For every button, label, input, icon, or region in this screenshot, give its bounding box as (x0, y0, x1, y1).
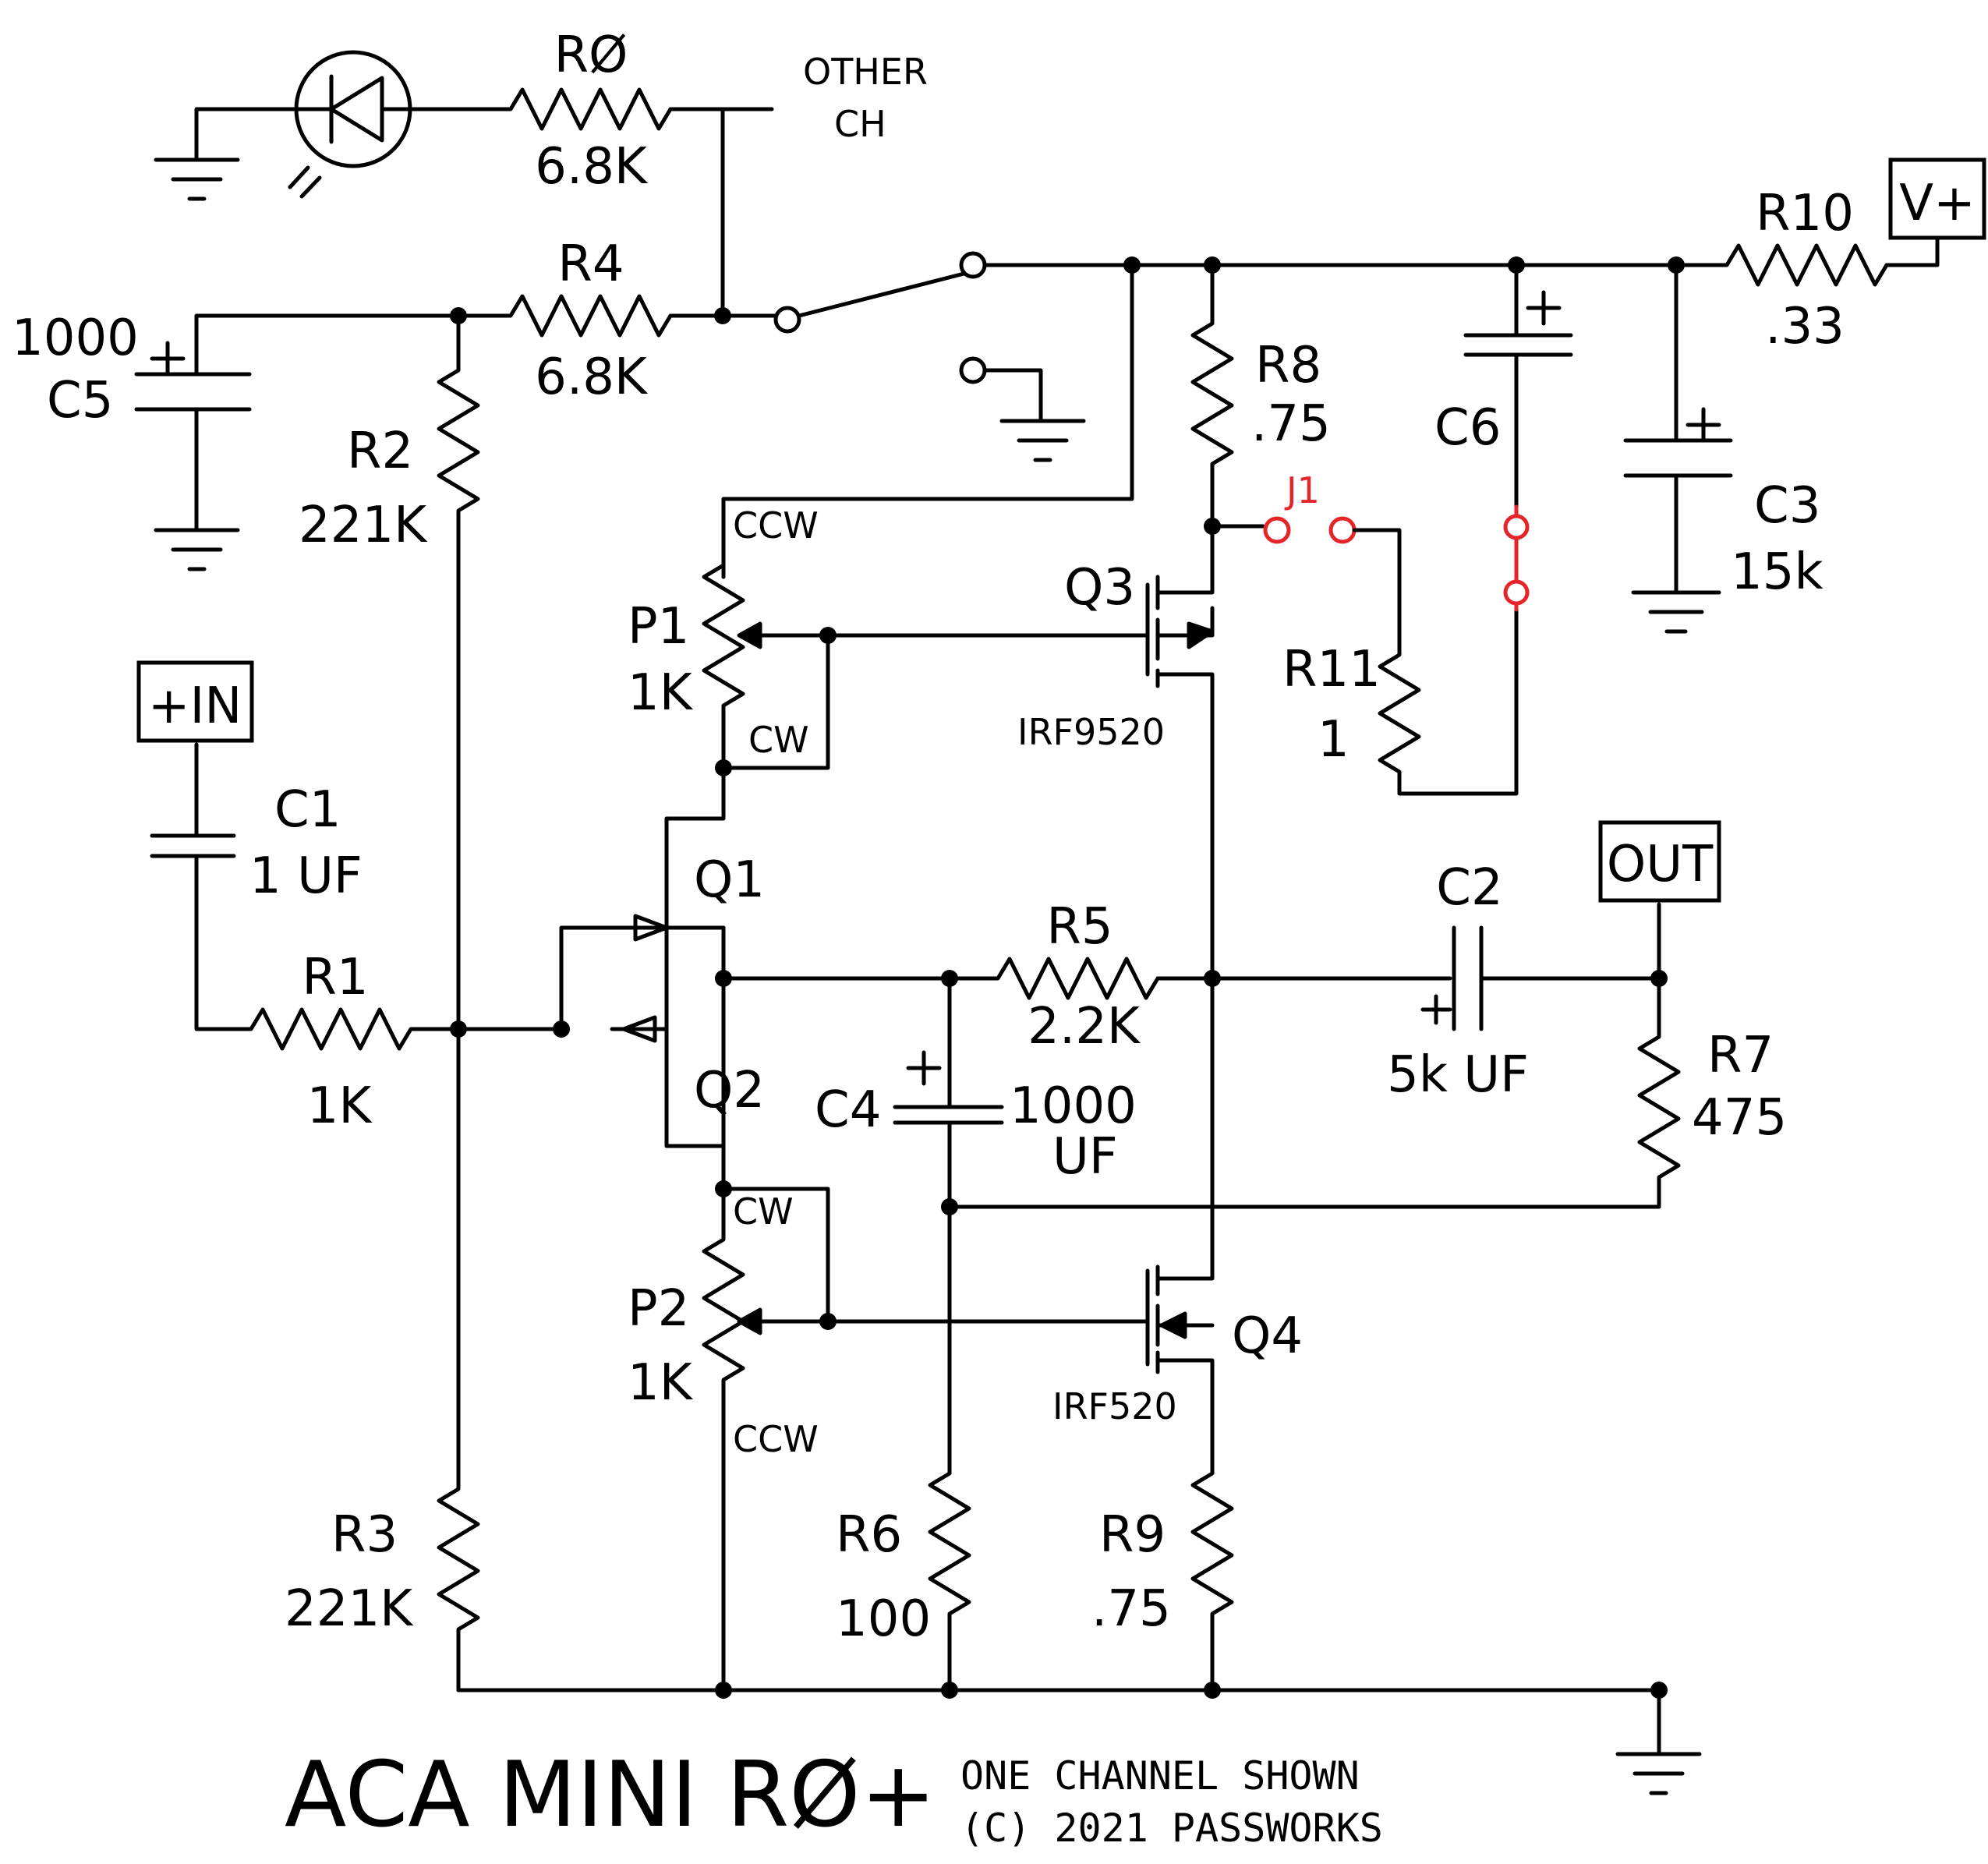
j1-jumper[interactable] (1210, 504, 1530, 796)
c6-ref: C6 (1434, 399, 1501, 457)
r5-value: 2.2K (1028, 998, 1141, 1056)
p1-ref: P1 (628, 598, 689, 656)
diagram-title: ACA MINI RØ+ (285, 1742, 936, 1848)
c5-ref: C5 (47, 372, 113, 430)
c3-value: 15k (1731, 543, 1824, 601)
q4-part: IRF520 (1052, 1385, 1177, 1427)
vplus-terminal-box (1888, 157, 1986, 240)
j1-ref: J1 (1284, 469, 1320, 511)
q3-ref: Q3 (1064, 559, 1135, 617)
p1-cw-label: CW (748, 719, 809, 761)
r4-c5-branch (134, 107, 788, 571)
p2-ref: P2 (628, 1280, 689, 1338)
q3-mosfet (824, 524, 1215, 977)
c4-ref: C4 (815, 1081, 881, 1139)
c2-ref: C2 (1436, 859, 1502, 917)
p2-cw-label: CW (733, 1190, 794, 1233)
r11-ref: R11 (1282, 641, 1381, 699)
q4-mosfet (1145, 976, 1234, 1692)
footer-line1: ONE CHANNEL SHOWN (960, 1753, 1360, 1799)
vplus-terminal-label: V+ (1899, 175, 1975, 232)
r10-ref: R10 (1756, 185, 1854, 242)
ground-led (154, 157, 240, 201)
c4-value-line2: UF (1052, 1128, 1118, 1186)
r2-value: 221K (299, 497, 428, 554)
polarity-marks (150, 290, 1721, 1086)
r1-ref: R1 (302, 949, 368, 1006)
supply-rail (721, 232, 1940, 634)
r8-ref: R8 (1255, 337, 1321, 394)
r2-ref: R2 (347, 423, 413, 480)
c4-r6-branch (893, 976, 1004, 1692)
r10-value: .33 (1765, 298, 1845, 355)
c2-value: 5k UF (1387, 1046, 1529, 1104)
r8-value: .75 (1251, 395, 1331, 453)
p2-ccw-label: CCW (733, 1418, 819, 1460)
bias-string (437, 313, 480, 1692)
output-node (721, 902, 1681, 1209)
c5-value: 1000 (12, 309, 139, 367)
q4-ref: Q4 (1232, 1307, 1303, 1365)
q1-q2-bjts (559, 816, 830, 1324)
other-ch-line2: CH (834, 103, 886, 145)
in-terminal-label: +IN (148, 677, 242, 735)
footer-line2: (C) 2021 PASSWORKS (960, 1806, 1383, 1851)
led-branch (194, 50, 774, 199)
r7-value: 475 (1692, 1089, 1787, 1147)
c3-ref: C3 (1754, 477, 1820, 535)
q1-ref: Q1 (694, 851, 765, 909)
q2-ref: Q2 (694, 1062, 765, 1119)
r3-ref: R3 (331, 1506, 398, 1564)
r1-value: 1K (307, 1077, 373, 1135)
out-terminal-box (1598, 820, 1721, 903)
p1-ccw-label: CCW (733, 504, 819, 546)
junction-dots (450, 256, 1685, 1699)
r0-ref: RØ (554, 27, 628, 84)
in-terminal-box (136, 660, 254, 743)
r9-value: .75 (1091, 1580, 1171, 1638)
q3-part: IRF9520 (1017, 711, 1165, 753)
r4-value: 6.8K (535, 348, 649, 406)
r11-value: 1 (1318, 711, 1350, 769)
r6-value: 100 (836, 1590, 931, 1648)
p2-value: 1K (628, 1354, 694, 1412)
r4-ref: R4 (557, 235, 624, 293)
input-branch (150, 742, 564, 1051)
other-ch-line1: OTHER (803, 51, 928, 93)
p1-value: 1K (628, 664, 694, 722)
r3-value: 221K (285, 1580, 414, 1638)
r9-ref: R9 (1099, 1506, 1166, 1564)
r7-ref: R7 (1707, 1027, 1774, 1084)
out-terminal-label: OUT (1607, 836, 1714, 893)
c1-value: 1 UF (249, 847, 363, 905)
r5-ref: R5 (1046, 898, 1113, 956)
r6-ref: R6 (836, 1506, 902, 1564)
r0-value: 6.8K (535, 138, 649, 196)
switch[interactable] (773, 251, 1086, 462)
c4-value-line1: 1000 (1010, 1077, 1137, 1135)
c1-ref: C1 (274, 781, 341, 839)
